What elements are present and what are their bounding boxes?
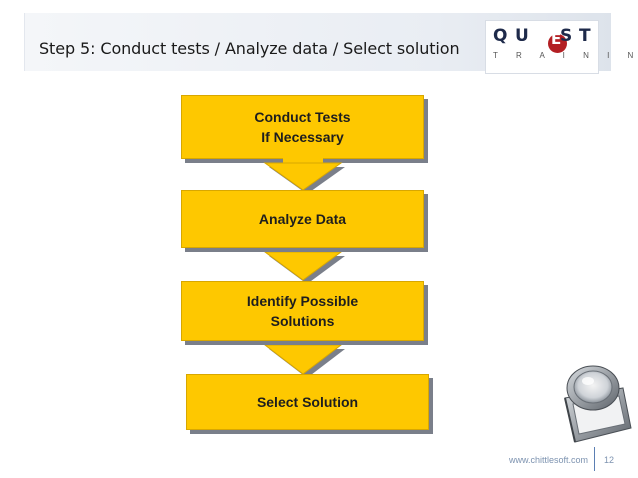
logo-red-circle (548, 34, 567, 53)
flow-step-label: Solutions (270, 313, 335, 329)
logo-letter: U (515, 26, 529, 46)
logo-letter: Q (493, 26, 508, 46)
quest-training-logo: Q U E S T T R A I N I N G (485, 20, 638, 74)
logo-letter: T (579, 26, 591, 46)
flow-arrow-down (263, 157, 345, 194)
page-number: 12 (604, 455, 615, 465)
flow-arrow-down (263, 246, 345, 284)
flow-step-label: Identify Possible (246, 293, 359, 309)
flow-step-select-solution: Select Solution (186, 374, 429, 430)
flow-step-label: Conduct Tests (254, 109, 351, 125)
flow-step-conduct-tests: Conduct Tests If Necessary (181, 95, 424, 159)
magnifier-loupe-icon (564, 365, 632, 443)
footer-url: www.chittlesoft.com (509, 455, 589, 465)
footer-divider (594, 447, 595, 471)
slide-title: Step 5: Conduct tests / Analyze data / S… (39, 39, 460, 58)
logo-letter: S (560, 26, 573, 46)
flow-step-analyze-data: Analyze Data (181, 190, 424, 248)
flow-step-label: If Necessary (261, 129, 344, 145)
flow-step-identify-solutions: Identify Possible Solutions (181, 281, 424, 341)
logo-letter: E (551, 30, 562, 48)
flow-step-label: Analyze Data (258, 211, 347, 227)
logo-wordmark: Q U E S T (493, 26, 593, 53)
flow-step-label: Select Solution (256, 394, 359, 410)
slide-header: Step 5: Conduct tests / Analyze data / S… (24, 13, 638, 74)
logo-training-text: T R A I N I N G (493, 51, 638, 60)
flow-arrow-down (263, 338, 345, 378)
